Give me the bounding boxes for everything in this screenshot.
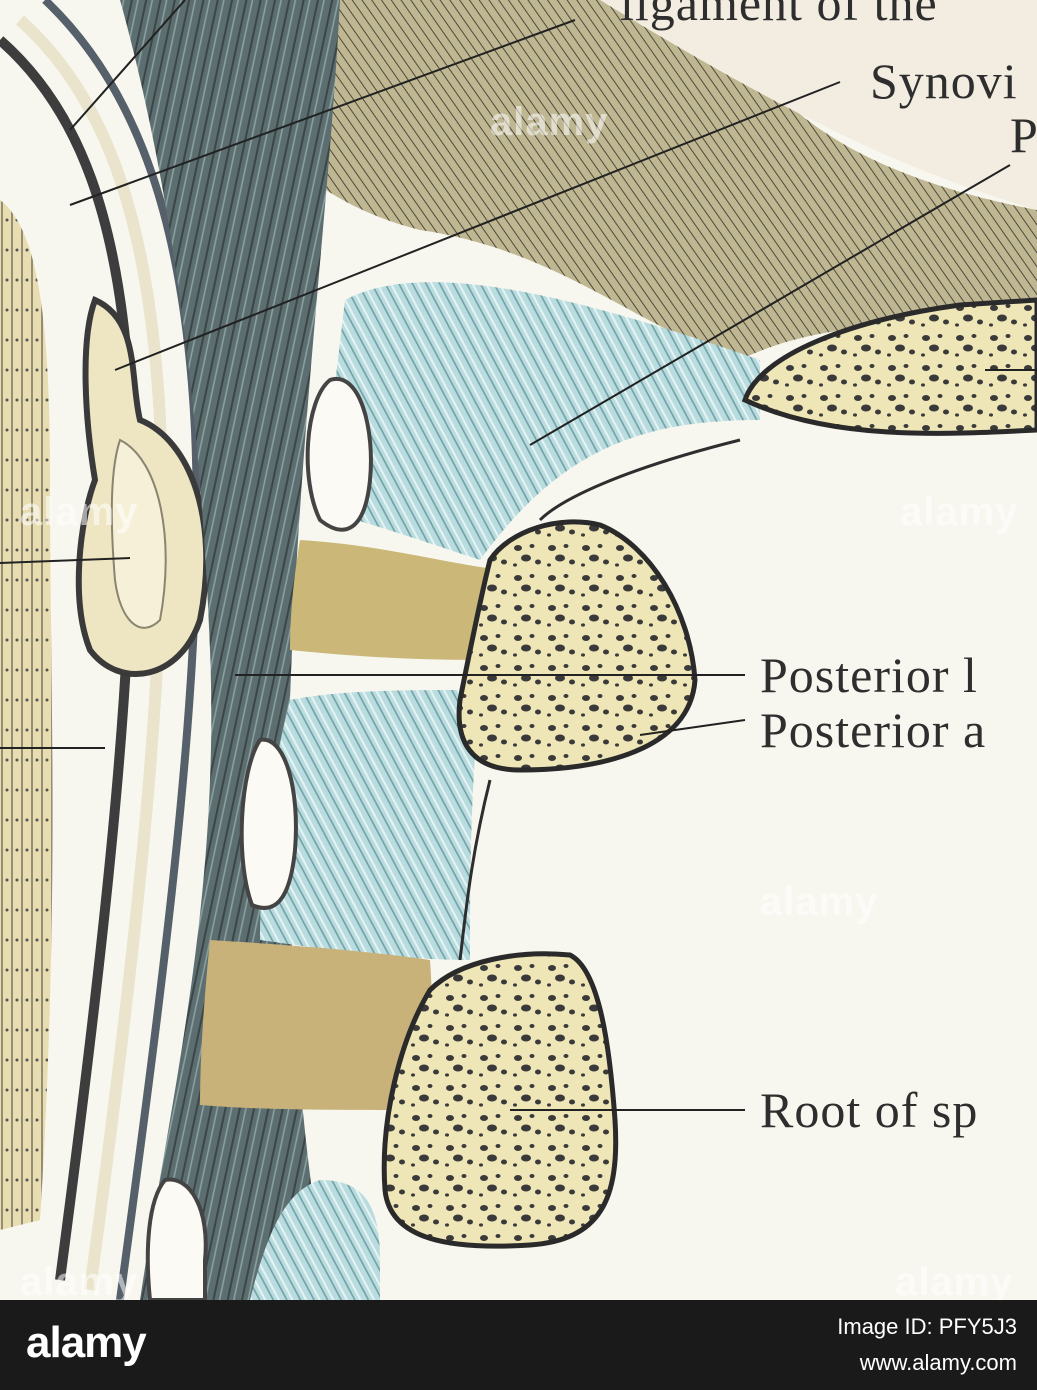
watermark-4: alamy [760, 880, 879, 924]
watermark-5: alamy [20, 1260, 139, 1300]
watermark-6: alamy [895, 1260, 1014, 1300]
alamy-logo: alamy [26, 1318, 147, 1367]
label-posterior-arch: Posterior a [760, 702, 987, 758]
label-partial-p: P [1010, 107, 1037, 163]
watermark-1: alamy [490, 100, 609, 144]
site-url: www.alamy.com [859, 1350, 1017, 1375]
stock-footer: alamy Image ID: PFY5J3 www.alamy.com [0, 1300, 1037, 1390]
image-id: Image ID: PFY5J3 [837, 1314, 1017, 1339]
watermark-3: alamy [900, 490, 1019, 534]
label-synovial: Synovi [870, 53, 1018, 109]
label-ligament: ligament of the [620, 0, 938, 31]
ligament-drawing [0, 0, 1037, 1300]
label-root-of-spinous: Root of sp [760, 1082, 979, 1138]
label-posterior-ligament: Posterior l [760, 647, 978, 703]
anatomical-illustration: ligament of the Synovi P Posterior l Pos… [0, 0, 1037, 1300]
watermark-2: alamy [20, 490, 139, 534]
